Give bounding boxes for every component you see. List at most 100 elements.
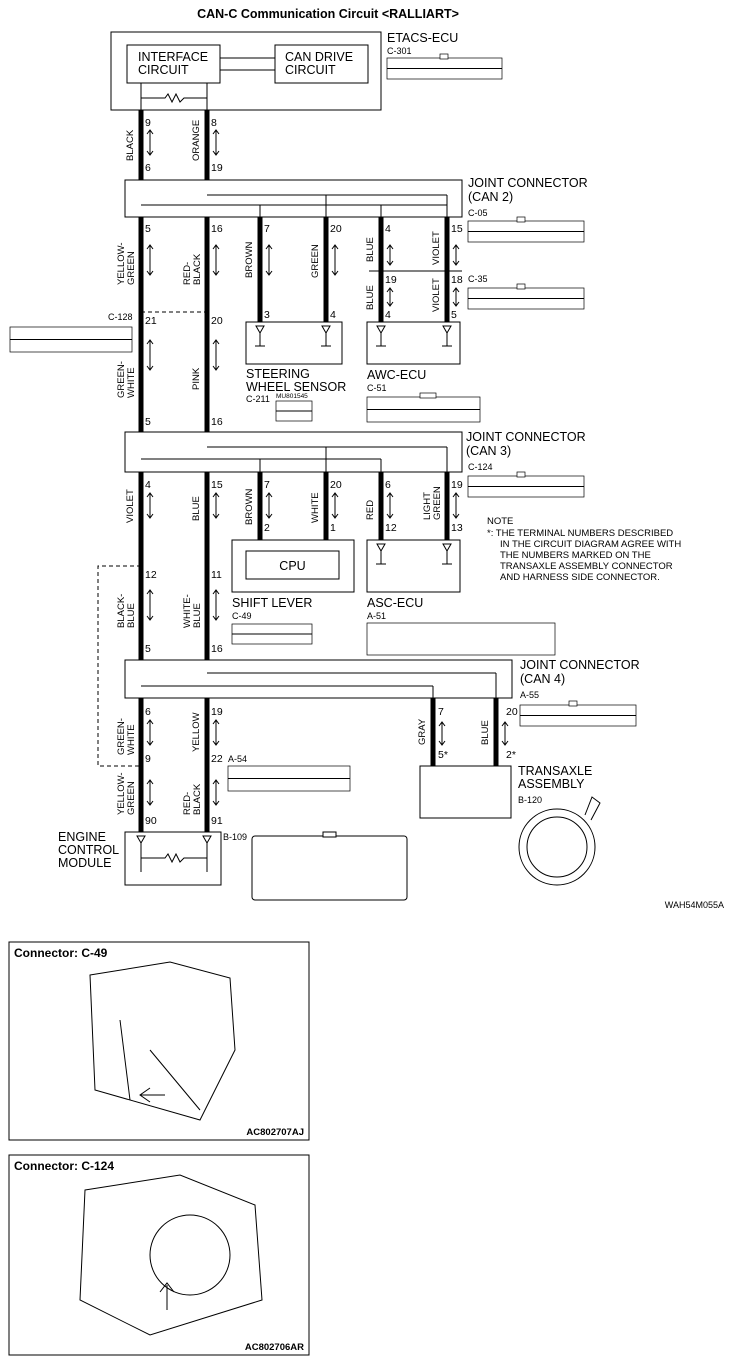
c49-label: C-49 bbox=[232, 611, 252, 621]
c35-label: C-35 bbox=[468, 274, 488, 284]
pin-6-jc2: 6 bbox=[145, 162, 151, 174]
pin-4-jc2: 4 bbox=[385, 223, 391, 235]
inset-c49-code: AC802707AJ bbox=[246, 1127, 304, 1138]
c124-connector-face bbox=[467, 471, 585, 498]
pin-16-jc2: 16 bbox=[211, 223, 223, 235]
wire-red-black-1: RED-BLACK bbox=[182, 253, 203, 285]
svg-text:TRANSAXLE ASSEMBLY CONNECTOR: TRANSAXLE ASSEMBLY CONNECTOR bbox=[500, 561, 673, 572]
svg-text:NOTE: NOTE bbox=[487, 516, 513, 527]
c211-label: C-211 bbox=[246, 394, 270, 404]
pin-7-jc2: 7 bbox=[264, 223, 270, 235]
pin-20-c128: 20 bbox=[211, 315, 223, 327]
wire-violet-3: VIOLET bbox=[125, 489, 136, 523]
inset-c49-heading: Connector: C-49 bbox=[14, 946, 108, 960]
a51-connector-face bbox=[366, 622, 556, 656]
asc-ecu-label: ASC-ECU bbox=[367, 596, 423, 610]
pin-2-transaxle: 2* bbox=[506, 749, 516, 761]
pin-16-jc3: 16 bbox=[211, 416, 223, 428]
svg-text:IN THE CIRCUIT DIAGRAM AGREE W: IN THE CIRCUIT DIAGRAM AGREE WITH bbox=[500, 539, 681, 550]
shift-lever-label: SHIFT LEVER bbox=[232, 596, 312, 610]
b109-connector-face bbox=[251, 831, 408, 901]
jc3-label: JOINT CONNECTOR(CAN 3) bbox=[466, 430, 586, 458]
svg-text:5: 5 bbox=[451, 309, 457, 321]
b120-label: B-120 bbox=[518, 795, 542, 805]
etacs-ecu-label: ETACS-ECU bbox=[387, 31, 458, 45]
joint-connector-can3 bbox=[124, 431, 463, 473]
pin-15-jc3: 15 bbox=[211, 479, 223, 491]
wire-blue-4: BLUE bbox=[480, 720, 491, 745]
pin-7-jc3: 7 bbox=[264, 479, 270, 491]
wire-green-1: GREEN bbox=[310, 244, 321, 278]
svg-text:2: 2 bbox=[264, 522, 270, 534]
pin-9-etacs: 9 bbox=[145, 117, 151, 129]
pin-11-mid: 11 bbox=[211, 569, 222, 581]
pin-9-a54: 9 bbox=[145, 753, 151, 765]
pin-19-jc4: 19 bbox=[211, 706, 223, 718]
c05-label: C-05 bbox=[468, 208, 488, 218]
wire-light-green: LIGHTGREEN bbox=[422, 486, 443, 520]
c51-label: C-51 bbox=[367, 383, 387, 393]
pin-22-a54: 22 bbox=[211, 753, 223, 765]
c128-label: C-128 bbox=[108, 312, 133, 322]
c51-connector-face bbox=[366, 392, 481, 423]
c49-connector-face bbox=[231, 623, 313, 645]
pin-6-jc4: 6 bbox=[145, 706, 151, 718]
inset-c124-heading: Connector: C-124 bbox=[14, 1159, 114, 1173]
pin-19-jc2: 19 bbox=[211, 162, 223, 174]
wire-yellow-green-1: YELLOW-GREEN bbox=[116, 242, 137, 285]
svg-text:*: THE TERMINAL NUMBERS DESCRI: *: THE TERMINAL NUMBERS DESCRIBED bbox=[487, 528, 673, 539]
b120-connector-face bbox=[518, 796, 601, 886]
a55-connector-face bbox=[519, 700, 637, 727]
note-block: NOTE *: THE TERMINAL NUMBERS DESCRIBED I… bbox=[487, 516, 681, 583]
svg-text:AND HARNESS SIDE CONNECTOR.: AND HARNESS SIDE CONNECTOR. bbox=[500, 572, 660, 583]
pin-5-jc3: 5 bbox=[145, 416, 151, 428]
diagram-title: CAN-C Communication Circuit <RALLIART> bbox=[197, 7, 459, 21]
svg-text:4: 4 bbox=[385, 309, 391, 321]
svg-text:13: 13 bbox=[451, 522, 463, 534]
c301-label: C-301 bbox=[387, 46, 412, 56]
pin-4-jc3: 4 bbox=[145, 479, 151, 491]
pin-91-ecm: 91 bbox=[211, 815, 223, 827]
c35-connector-face bbox=[467, 283, 585, 310]
c05-connector-face bbox=[467, 216, 585, 243]
pin-16-jc4: 16 bbox=[211, 643, 223, 655]
svg-text:1: 1 bbox=[330, 522, 336, 534]
wire-black-blue: BLACK-BLUE bbox=[116, 594, 137, 628]
wire-green-white-2: GREEN-WHITE bbox=[116, 718, 137, 755]
pin-6-jc3: 6 bbox=[385, 479, 391, 491]
mu801545-label: MU801545 bbox=[276, 393, 308, 400]
wire-violet-2: VIOLET bbox=[431, 278, 442, 312]
pin-7-jc4: 7 bbox=[438, 706, 444, 718]
pin-15-jc2: 15 bbox=[451, 223, 463, 235]
awc-ecu-label: AWC-ECU bbox=[367, 368, 426, 382]
c211-connector-face bbox=[275, 400, 313, 422]
pin-5-transaxle: 5* bbox=[438, 749, 448, 761]
wire-green-white-1: GREEN-WHITE bbox=[116, 361, 137, 398]
inset-c124: Connector: C-124 AC802706AR bbox=[8, 1154, 310, 1356]
c124-label: C-124 bbox=[468, 462, 493, 472]
wire-brown-2: BROWN bbox=[244, 488, 255, 525]
awc-ecu-block: 4 5 bbox=[366, 309, 461, 365]
wire-blue-2: BLUE bbox=[365, 285, 376, 310]
wire-red-black-2: RED-BLACK bbox=[182, 783, 203, 815]
wire-gray: GRAY bbox=[417, 718, 428, 745]
wire-blue-1: BLUE bbox=[365, 237, 376, 262]
pin-19-jc3: 19 bbox=[451, 479, 463, 491]
wire-yellow-green-2: YELLOW-GREEN bbox=[116, 772, 137, 815]
wire-pink: PINK bbox=[191, 367, 202, 390]
figure-code: WAH54M055A bbox=[665, 900, 724, 910]
pin-21-c128: 21 bbox=[145, 315, 157, 327]
pin-20-jc2: 20 bbox=[330, 223, 342, 235]
svg-text:12: 12 bbox=[385, 522, 397, 534]
wire-black: BLACK bbox=[125, 129, 136, 161]
svg-text:THE NUMBERS MARKED ON THE: THE NUMBERS MARKED ON THE bbox=[500, 550, 651, 561]
pin-8-etacs: 8 bbox=[211, 117, 217, 129]
pin-20-jc4: 20 bbox=[506, 706, 518, 718]
wire-brown-1: BROWN bbox=[244, 241, 255, 278]
